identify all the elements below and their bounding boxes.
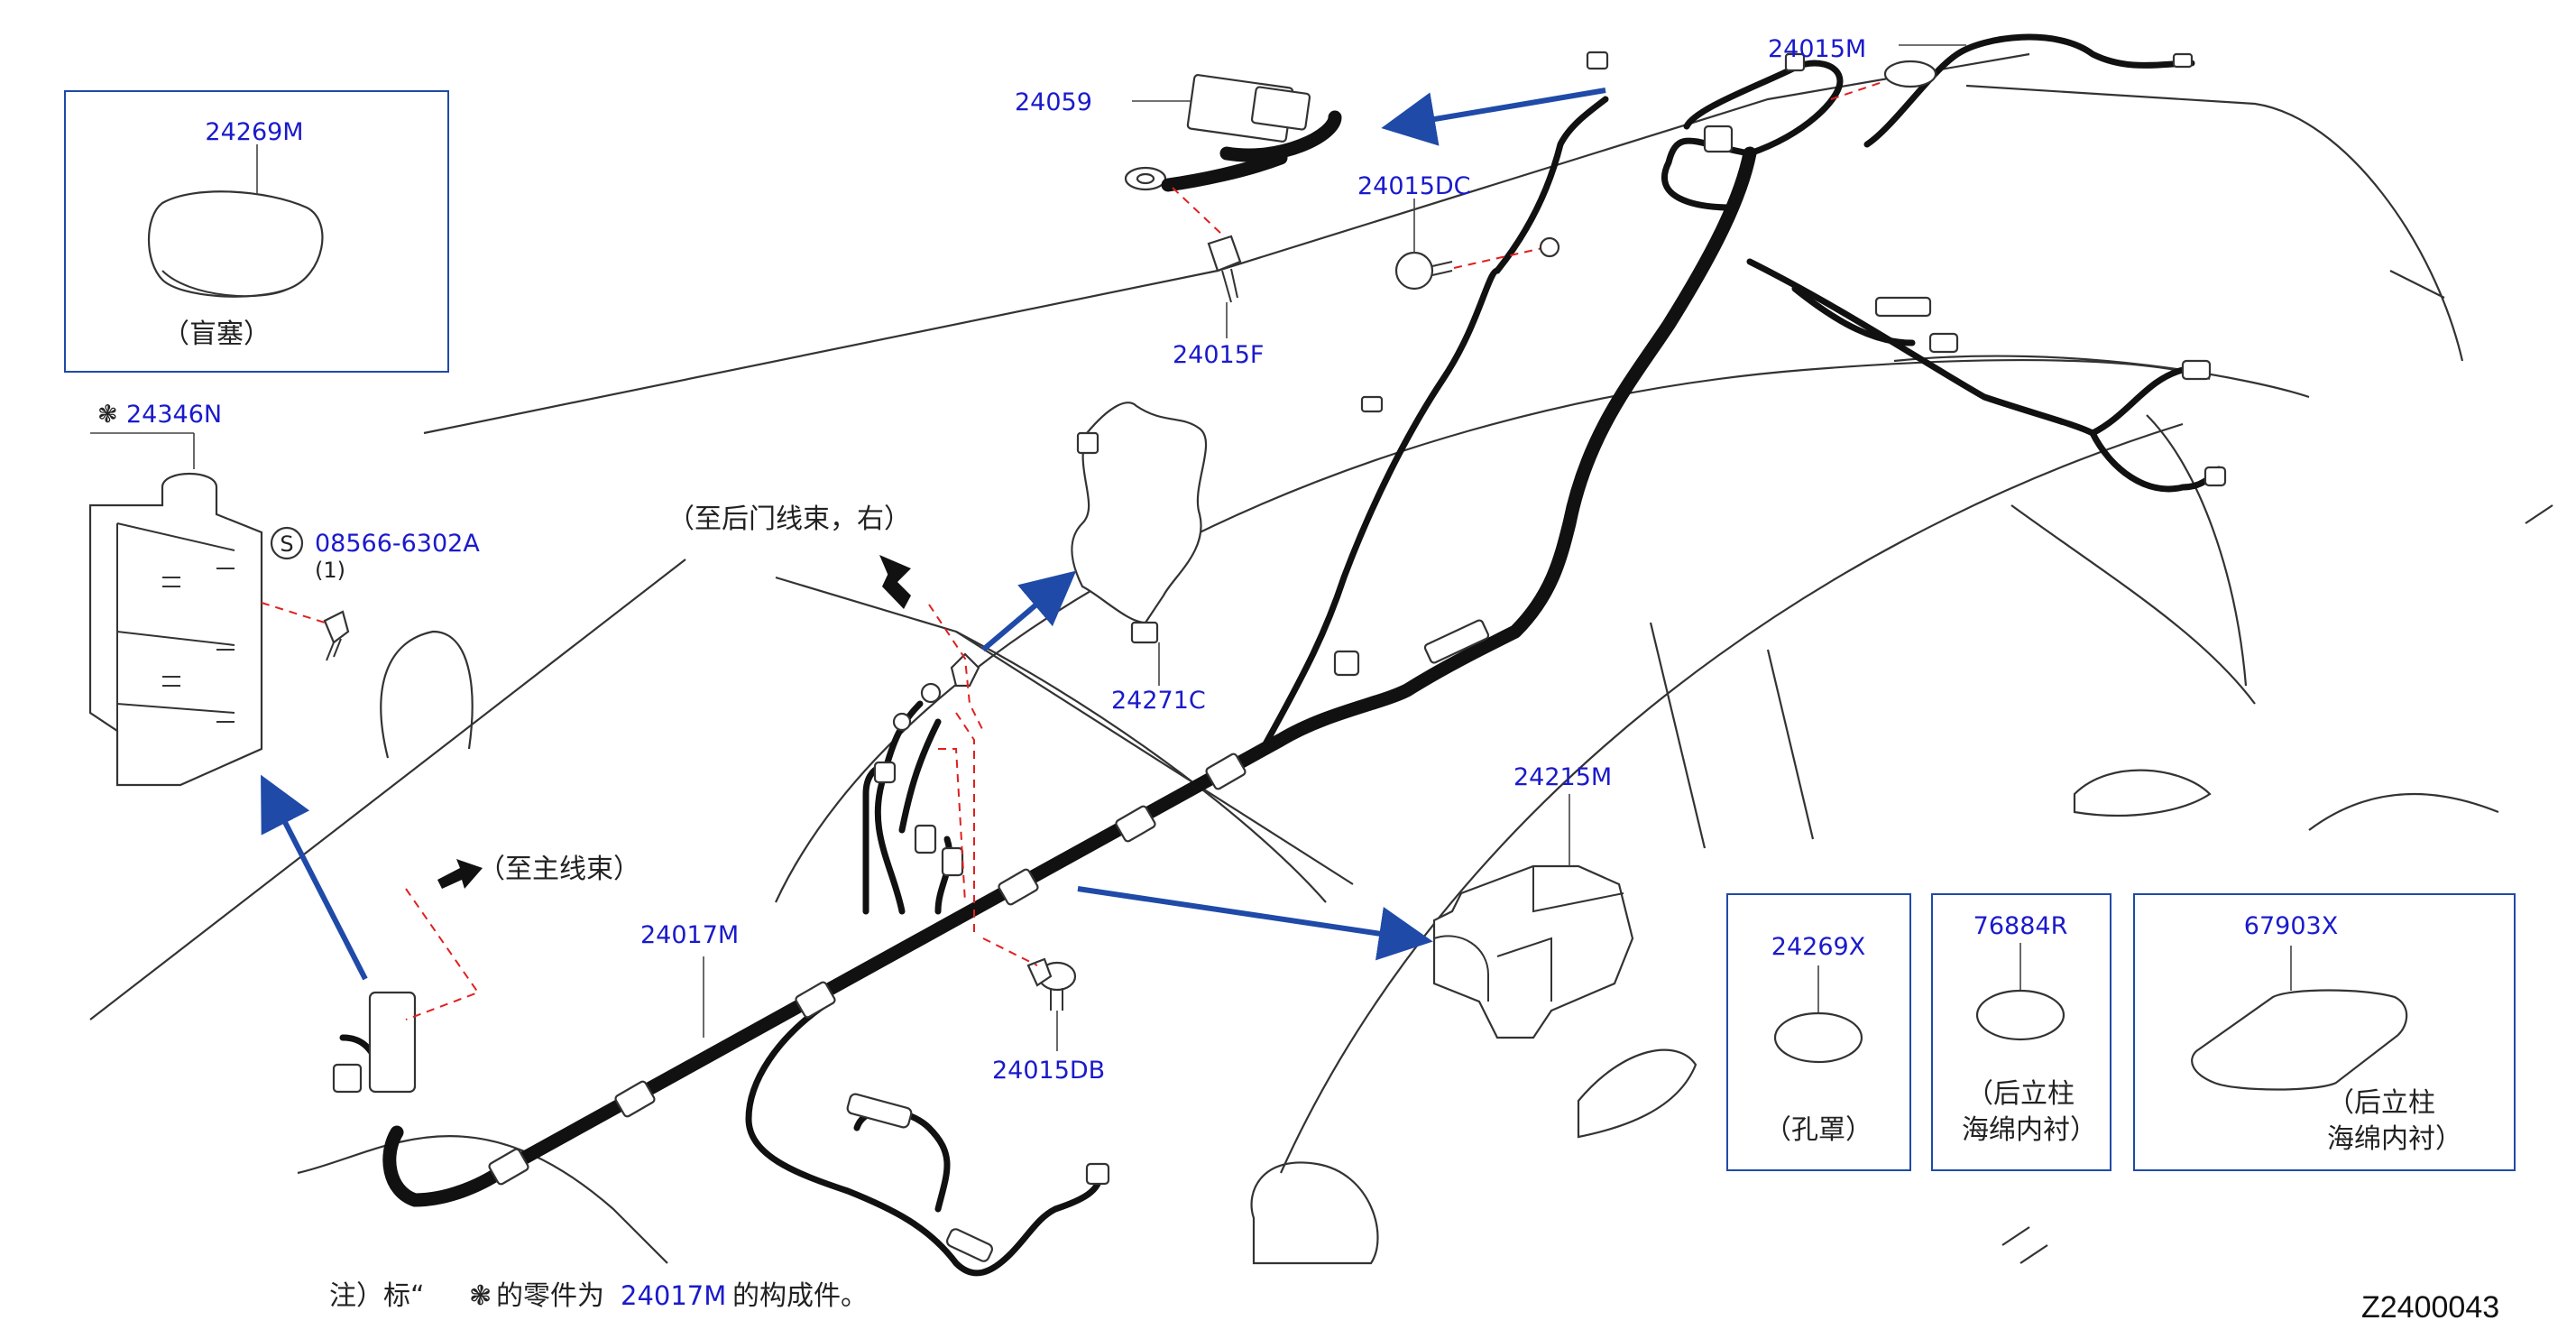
label-24015DB: 24015DB [992,1057,1105,1085]
inset-pillar-pad-2 [2133,893,2516,1171]
relay-24059 [1124,74,1342,235]
inset-blind-plug [64,90,449,373]
diagram-code: Z2400043 [2361,1290,2499,1325]
inset-pillar-pad-1 [1931,893,2111,1171]
note-to-rear-door-harness: （至后门线束，右） [667,503,911,535]
pointer-arrows [261,88,1606,981]
footnote-middle: 的零件为 [496,1280,604,1312]
footnote-suffix: 的构成件。 [732,1280,868,1312]
label-blind-plug: （盲塞） [162,319,271,350]
label-08566-6302A: 08566-6302A [315,530,480,558]
label-24269M: 24269M [205,118,303,146]
harness-clips [332,51,2227,1262]
bolt-24015DC [1394,199,1560,291]
note-to-main-harness: （至主线束） [478,854,640,885]
label-24015F: 24015F [1173,341,1264,369]
symbol-24346N: ❃ [97,401,118,429]
bolt-24015DB [982,937,1077,1051]
label-hole-cover: （孔罩） [1764,1114,1872,1146]
label-pillar-pad-2-line1: （后立柱 [2327,1087,2435,1119]
label-67903X: 67903X [2244,912,2338,940]
footnote-part: 24017M [621,1280,726,1311]
vehicle-body-outline [89,52,2553,1265]
screw-08566-6302A [261,526,350,661]
label-24017M: 24017M [640,921,739,949]
label-76884R: 76884R [1973,912,2068,940]
rear-door-leads [405,604,984,1020]
direction-arrows [437,555,911,889]
inset-hole-cover [1726,893,1911,1171]
label-qty: (1) [315,558,345,583]
footnote-symbol: ❃ [469,1280,492,1312]
label-24269X: 24269X [1771,933,1865,961]
label-pillar-pad-2-line2: 海绵内衬） [2327,1123,2462,1155]
grommet-24015M [1830,44,1966,100]
label-24346N: 24346N [126,401,222,429]
bracket-24346N [88,432,263,787]
footnote: 注）标“ ❃ 的零件为 24017M 的构成件。 [329,1280,868,1312]
label-24271C: 24271C [1111,687,1206,715]
label-24059: 24059 [1015,88,1092,116]
label-24015DC: 24015DC [1357,172,1471,200]
label-pillar-pad-1-line2: 海绵内衬） [1962,1114,2097,1146]
cover-24271C [1071,402,1208,686]
label-24215M: 24215M [1513,763,1612,791]
label-pillar-pad-1-line1: （后立柱 [1966,1078,2075,1110]
s-symbol: S [280,531,293,557]
clip-24215M [1432,794,1634,1039]
bolt-24015F [1207,235,1242,338]
footnote-prefix: 注）标“ [329,1280,425,1312]
label-24015M: 24015M [1768,35,1866,63]
